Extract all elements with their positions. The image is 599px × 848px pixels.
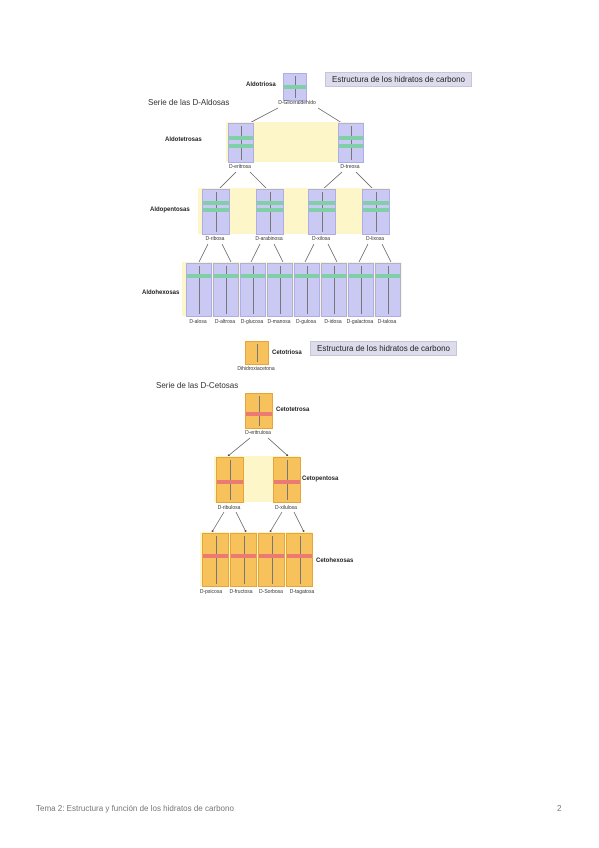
ketohexose-structure xyxy=(258,533,285,587)
ketohexose-name: D-tagatosa xyxy=(289,589,315,595)
ketohexose-name: D-fructosa xyxy=(229,589,253,595)
aldotetrose-name: D-eritrosa xyxy=(229,164,251,170)
aldohexose-structure xyxy=(267,263,293,317)
aldopentose-name: D-ribosa xyxy=(205,236,225,242)
ketopentose-structure xyxy=(273,457,301,503)
ketohexose-structure xyxy=(286,533,313,587)
aldoses-header: Estructura de los hidratos de carbono xyxy=(325,72,472,87)
aldopentose-structure xyxy=(308,189,336,235)
aldopentose-structure xyxy=(256,189,284,235)
aldotetrose-name: D-treosa xyxy=(340,164,360,170)
aldopentose-label: Aldopentosas xyxy=(150,207,190,213)
aldohexose-structure xyxy=(240,263,266,317)
ketoses-header: Estructura de los hidratos de carbono xyxy=(310,341,457,356)
aldohexose-structure xyxy=(213,263,239,317)
aldohexose-name: D-galactosa xyxy=(346,319,374,325)
ketopentose-structure xyxy=(216,457,244,503)
page-number: 2 xyxy=(557,804,562,813)
aldopentose-structure xyxy=(202,189,230,235)
ketotetrose-name: D-eritrulosa xyxy=(245,430,271,436)
ketotriose-label: Cetotriosa xyxy=(272,350,302,356)
ketotetrose-label: Cetotetrosa xyxy=(276,407,310,413)
ketopentose-name: D-ribulosa xyxy=(217,505,241,511)
aldohexose-structure xyxy=(348,263,374,317)
ketotetrose-structure xyxy=(245,393,273,429)
ketotriose-name: Dihidroxiacetona xyxy=(237,366,275,372)
ketopentose-name: D-xilulosa xyxy=(275,505,297,511)
aldohexose-name: D-glucosa xyxy=(240,319,264,325)
aldotetrose-label: Aldotetrosas xyxy=(165,137,202,143)
aldotriose-name: D-Gliceraldehído xyxy=(278,100,316,106)
aldopentose-name: D-arabinosa xyxy=(255,236,283,242)
aldopentose-name: D-xilosa xyxy=(311,236,331,242)
aldopentose-band xyxy=(198,188,390,234)
ketohexose-name: D-Sorbosa xyxy=(259,589,283,595)
aldohexose-structure xyxy=(375,263,401,317)
ketohexose-structure xyxy=(202,533,229,587)
aldoses-series-title: Serie de las D-Aldosas xyxy=(148,98,230,107)
ketohexose-name: D-psicosa xyxy=(199,589,223,595)
aldohexose-structure xyxy=(186,263,212,317)
aldohexose-name: D-gulosa xyxy=(295,319,316,325)
ketopentose-label: Cetopentosa xyxy=(302,476,339,482)
ketotriose-structure xyxy=(245,341,269,365)
aldohexose-name: D-alosa xyxy=(189,319,207,325)
aldohexose-name: D-manosa xyxy=(267,319,291,325)
aldohexose-structure xyxy=(294,263,320,317)
aldotriose-label: Aldotriosa xyxy=(246,82,276,88)
aldohexose-name: D-idosa xyxy=(324,319,342,325)
footer-title: Tema 2: Estructura y función de los hidr… xyxy=(36,804,234,813)
aldotriose-structure xyxy=(283,73,307,101)
aldopentose-name: D-lixosa xyxy=(365,236,385,242)
aldohexose-name: D-talosa xyxy=(377,319,397,325)
ketoses-series-title: Serie de las D-Cetosas xyxy=(156,381,239,390)
ketohexose-label: Cetohexosas xyxy=(316,558,354,564)
aldopentose-structure xyxy=(362,189,390,235)
aldohexose-name: D-altrosa xyxy=(214,319,236,325)
aldohexose-structure xyxy=(321,263,347,317)
aldohexose-label: Aldohexosas xyxy=(142,290,180,296)
aldotetrose-structure xyxy=(228,123,254,163)
ketohexose-structure xyxy=(230,533,257,587)
aldotetrose-structure xyxy=(338,123,364,163)
